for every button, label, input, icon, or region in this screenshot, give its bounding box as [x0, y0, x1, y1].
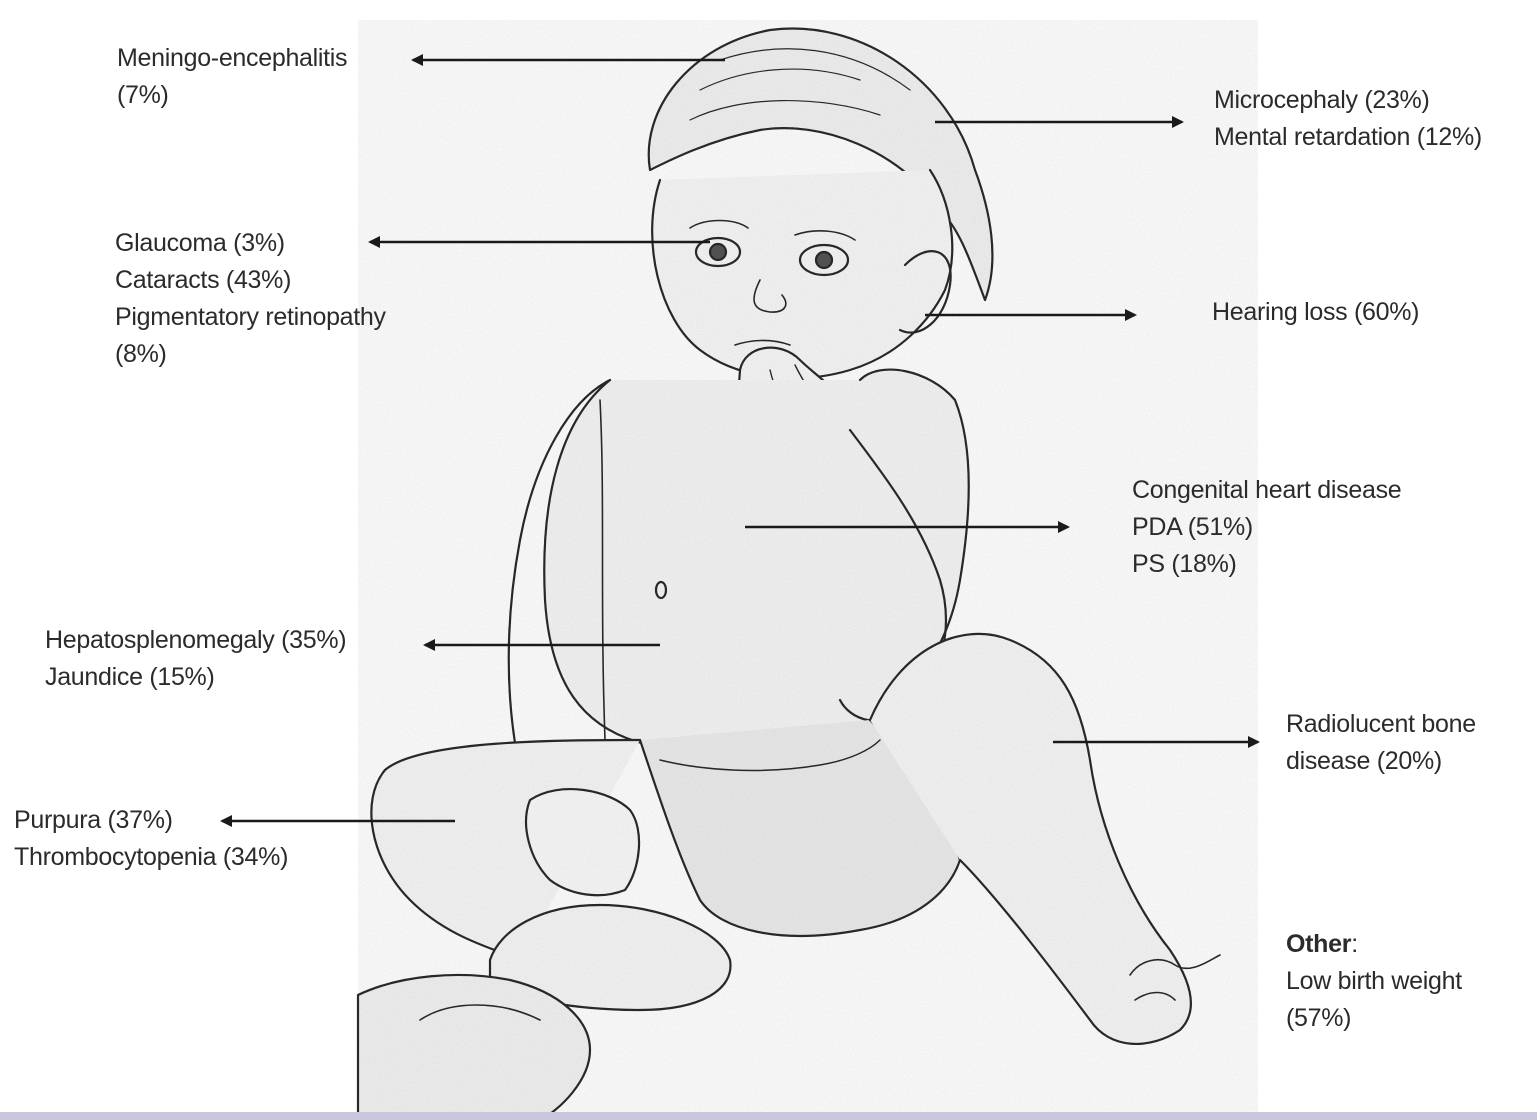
label-line: (7%): [117, 77, 347, 114]
label-microcephaly: Microcephaly (23%) Mental retardation (1…: [1214, 82, 1482, 156]
label-other-heading-line: Other:: [1286, 926, 1462, 963]
label-purpura: Purpura (37%) Thrombocytopenia (34%): [14, 802, 288, 876]
label-line: Hearing loss (60%): [1212, 294, 1419, 331]
label-line: Mental retardation (12%): [1214, 119, 1482, 156]
label-line: Meningo-encephalitis: [117, 40, 347, 77]
label-line: Congenital heart disease: [1132, 472, 1401, 509]
label-line: Jaundice (15%): [45, 659, 346, 696]
label-line: Thrombocytopenia (34%): [14, 839, 288, 876]
label-line: Pigmentatory retinopathy: [115, 299, 386, 336]
label-meningo-encephalitis: Meningo-encephalitis (7%): [117, 40, 347, 114]
label-line: disease (20%): [1286, 743, 1476, 780]
label-line: Cataracts (43%): [115, 262, 386, 299]
label-line: (57%): [1286, 1000, 1462, 1037]
label-line: PDA (51%): [1132, 509, 1401, 546]
label-line: Low birth weight: [1286, 963, 1462, 1000]
label-hearing-loss: Hearing loss (60%): [1212, 294, 1419, 331]
label-line: Microcephaly (23%): [1214, 82, 1482, 119]
label-hepatosplenomegaly: Hepatosplenomegaly (35%) Jaundice (15%): [45, 622, 346, 696]
label-congenital-heart-disease: Congenital heart disease PDA (51%) PS (1…: [1132, 472, 1401, 583]
bottom-border: [0, 1112, 1537, 1120]
label-line: Hepatosplenomegaly (35%): [45, 622, 346, 659]
label-other: Other: Low birth weight (57%): [1286, 926, 1462, 1037]
label-other-colon: :: [1351, 930, 1358, 958]
label-eye-findings: Glaucoma (3%) Cataracts (43%) Pigmentato…: [115, 225, 386, 373]
label-line: (8%): [115, 336, 386, 373]
label-line: Radiolucent bone: [1286, 706, 1476, 743]
label-radiolucent-bone: Radiolucent bone disease (20%): [1286, 706, 1476, 780]
label-line: Glaucoma (3%): [115, 225, 386, 262]
label-line: PS (18%): [1132, 546, 1401, 583]
label-line: Purpura (37%): [14, 802, 288, 839]
label-other-heading: Other: [1286, 930, 1351, 958]
